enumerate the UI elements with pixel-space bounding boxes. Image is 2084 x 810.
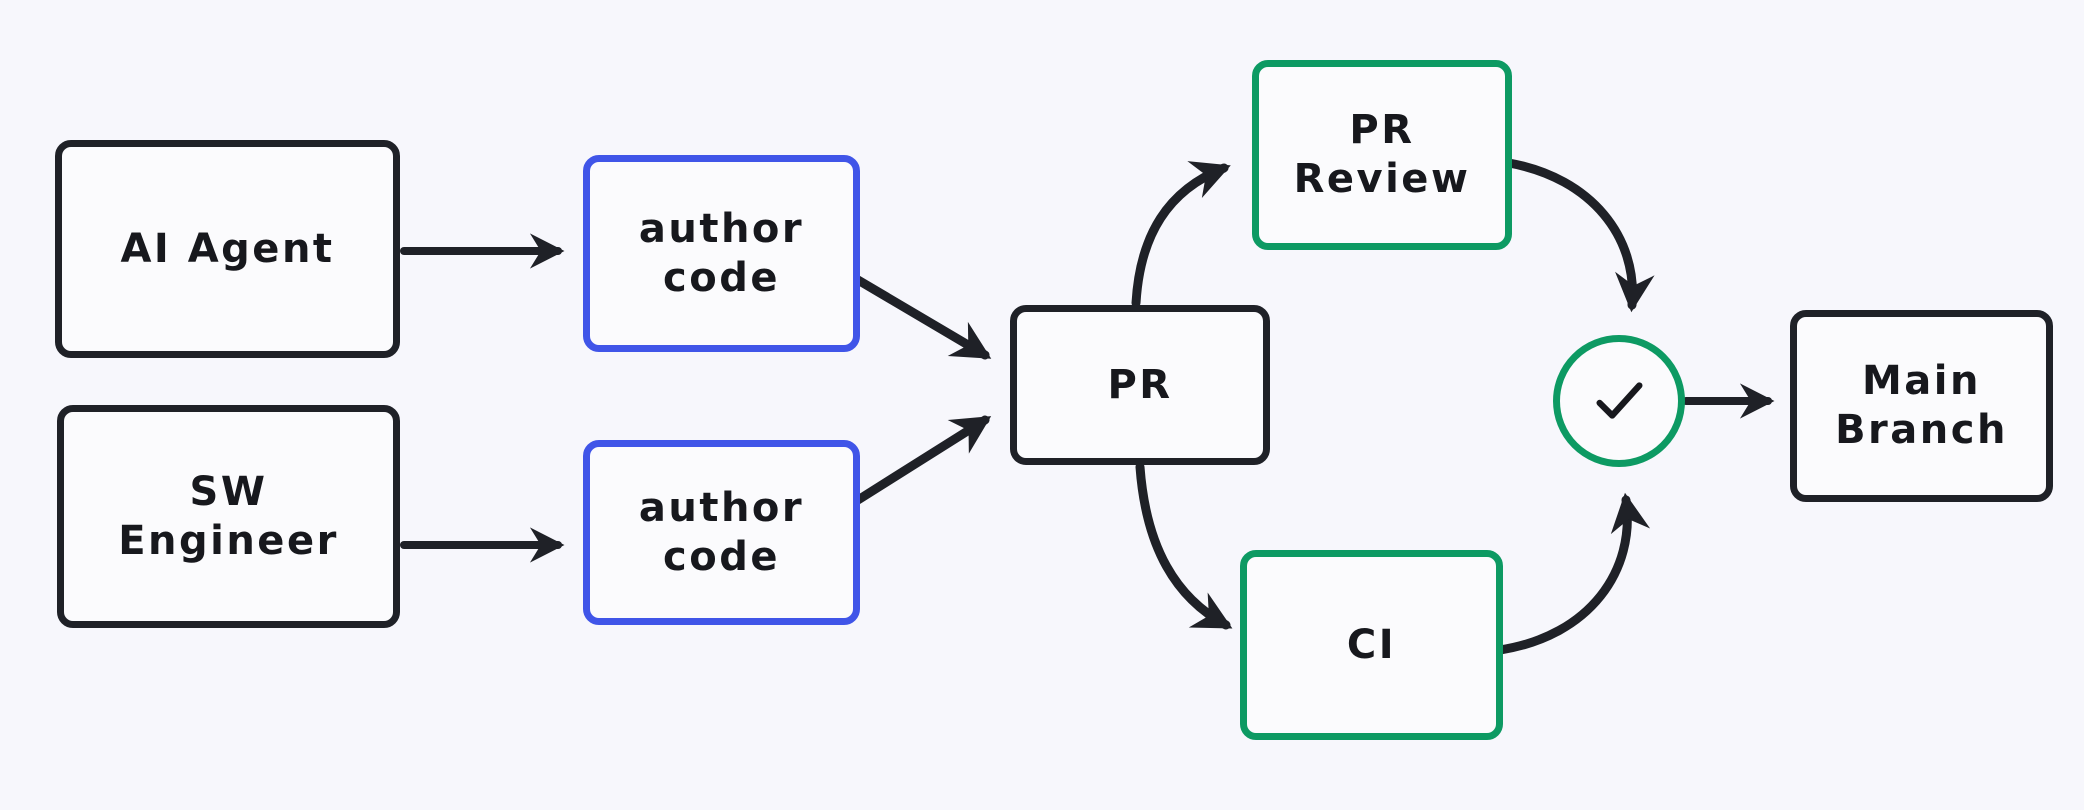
edge-author-code-1-to-pr xyxy=(853,275,992,360)
node-pr-label: PR xyxy=(1107,361,1173,408)
edge-pr-review-to-check xyxy=(1504,158,1655,313)
node-main-branch[interactable]: Main Branch xyxy=(1790,310,2053,502)
node-ci-label: CI xyxy=(1346,621,1397,668)
node-pr-review-label: PR Review xyxy=(1293,107,1471,202)
node-main-branch-label: Main Branch xyxy=(1835,358,2008,453)
edge-author-code-2-to-pr xyxy=(853,415,992,505)
node-merge-check[interactable] xyxy=(1553,335,1685,467)
edge-pr-to-ci xyxy=(1135,462,1233,630)
edge-ci-to-check xyxy=(1495,492,1651,655)
node-sw-engineer[interactable]: SW Engineer xyxy=(57,405,400,628)
check-icon xyxy=(1596,382,1643,419)
edge-pr-to-pr-review xyxy=(1131,161,1231,308)
node-ai-agent[interactable]: AI Agent xyxy=(55,140,400,358)
node-ci[interactable]: CI xyxy=(1240,550,1503,740)
node-author-code-1-label: author code xyxy=(638,205,805,301)
node-pr[interactable]: PR xyxy=(1010,305,1270,465)
node-pr-review[interactable]: PR Review xyxy=(1252,60,1512,250)
node-author-code-1[interactable]: author code xyxy=(583,155,860,352)
node-ai-agent-label: AI Agent xyxy=(120,225,335,272)
node-author-code-2[interactable]: author code xyxy=(583,440,860,625)
node-sw-engineer-label: SW Engineer xyxy=(118,468,339,564)
node-author-code-2-label: author code xyxy=(638,484,805,580)
